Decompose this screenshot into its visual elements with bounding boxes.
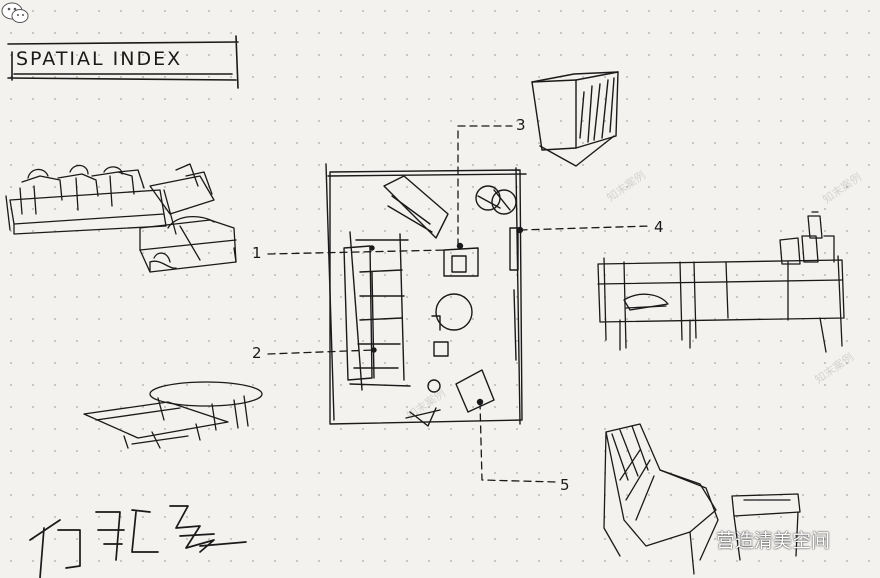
ottoman-sketch: [731, 493, 801, 561]
lounge-chair-sketch: [603, 423, 719, 575]
callout-3: 3: [516, 116, 526, 134]
coffee-table-sketch: [83, 381, 263, 449]
page-title: SPATIAL INDEX: [16, 48, 183, 70]
storage-cube-sketch: [531, 71, 619, 167]
callout-4: 4: [654, 218, 664, 236]
callout-5: 5: [560, 476, 570, 494]
signature: [29, 505, 247, 578]
callout-2: 2: [252, 344, 262, 362]
floor-plan: [325, 163, 527, 427]
callout-1: 1: [252, 244, 262, 262]
sectional-sofa-sketch: [5, 163, 237, 273]
title-frame: [7, 35, 239, 89]
console-cabinet-sketch: [597, 211, 845, 353]
wechat-icon: [1, 2, 29, 23]
watermark-text: 营造清美空间: [716, 530, 831, 552]
leader-lines: [267, 125, 651, 483]
